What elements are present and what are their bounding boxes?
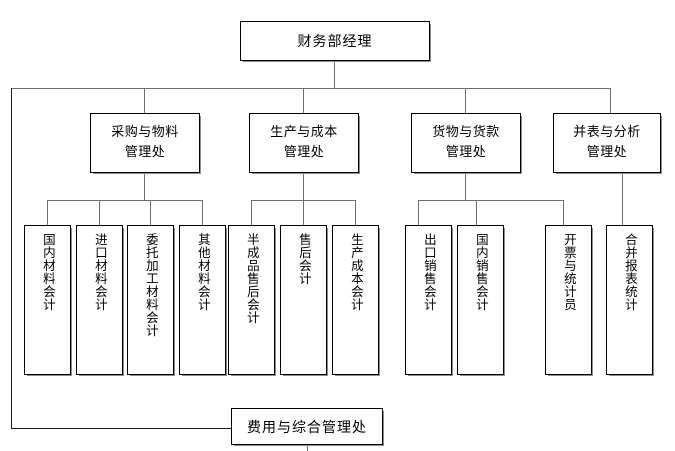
node-dept-2-line1: 生产与成本 xyxy=(270,124,338,140)
node-role-4-label: 其他材料会计 xyxy=(195,233,211,311)
node-role-9-label: 国内销售会计 xyxy=(473,233,489,311)
connector-drop-role-8 xyxy=(418,200,419,225)
node-role-aftersales-accounting[interactable]: 售后会计 xyxy=(280,225,328,376)
node-role-10-label: 开票与统计员 xyxy=(561,233,577,311)
node-finance-manager[interactable]: 财务部经理 xyxy=(240,21,431,62)
node-dept-3-line2: 管理处 xyxy=(445,145,487,160)
connector-bottom-feed xyxy=(11,428,231,429)
node-dept-consolidation-analysis[interactable]: 并表与分析 管理处 xyxy=(553,113,662,174)
node-role-consolidated-report-statistics[interactable]: 合并报表统计 xyxy=(606,225,654,376)
node-role-7-label: 生产成本会计 xyxy=(348,233,364,311)
node-role-consigned-material-accounting[interactable]: 委托加工材料会计 xyxy=(127,225,175,376)
connector-stem-group-2 xyxy=(303,173,304,200)
node-dept-1-line1: 采购与物料 xyxy=(111,124,179,140)
connector-drop-role-7 xyxy=(355,200,356,225)
node-role-domestic-sales-accounting[interactable]: 国内销售会计 xyxy=(457,225,505,376)
connector-drop-role-11 xyxy=(622,173,623,225)
connector-drop-role-5 xyxy=(251,200,252,225)
node-role-other-material-accounting[interactable]: 其他材料会计 xyxy=(179,225,227,376)
node-role-2-label: 进口材料会计 xyxy=(92,233,108,311)
node-role-6-label: 售后会计 xyxy=(296,233,312,285)
connector-drop-role-4 xyxy=(202,200,203,225)
node-dept-4-line2: 管理处 xyxy=(586,145,628,160)
node-role-production-cost-accounting[interactable]: 生产成本会计 xyxy=(332,225,380,376)
connector-drop-dept-3 xyxy=(465,88,466,114)
connector-drop-role-6 xyxy=(303,200,304,225)
node-dept-1-line2: 管理处 xyxy=(124,145,166,160)
node-role-8-label: 出口销售会计 xyxy=(421,233,437,311)
node-role-5-label: 半成品售后会计 xyxy=(244,233,260,324)
connector-main-bus xyxy=(11,88,611,89)
node-expenses-general-management[interactable]: 费用与综合管理处 xyxy=(231,408,384,446)
connector-bottom-stub xyxy=(307,445,308,451)
connector-drop-dept-1 xyxy=(144,88,145,114)
node-role-3-label: 委托加工材料会计 xyxy=(143,233,159,337)
connector-drop-dept-2 xyxy=(303,88,304,114)
node-dept-production-cost[interactable]: 生产与成本 管理处 xyxy=(249,113,360,174)
node-role-11-label: 合并报表统计 xyxy=(622,233,638,311)
connector-drop-role-1 xyxy=(47,200,48,225)
node-role-import-material-accounting[interactable]: 进口材料会计 xyxy=(76,225,124,376)
node-dept-3-line1: 货物与货款 xyxy=(432,124,500,140)
node-finance-manager-label: 财务部经理 xyxy=(297,34,373,50)
connector-drop-role-3 xyxy=(150,200,151,225)
connector-drop-role-2 xyxy=(99,200,100,225)
connector-stem-group-1 xyxy=(144,173,145,200)
node-role-domestic-material-accounting[interactable]: 国内材料会计 xyxy=(24,225,72,376)
node-dept-4-line1: 并表与分析 xyxy=(573,124,641,140)
node-role-semifinished-aftersales[interactable]: 半成品售后会计 xyxy=(228,225,276,376)
node-dept-2-line2: 管理处 xyxy=(283,145,325,160)
node-dept-procurement-materials[interactable]: 采购与物料 管理处 xyxy=(90,113,201,174)
node-bottom-label: 费用与综合管理处 xyxy=(247,419,367,436)
connector-root-stem xyxy=(334,61,335,89)
connector-drop-dept-4 xyxy=(610,88,611,114)
node-role-1-label: 国内材料会计 xyxy=(40,233,56,311)
connector-bus-group-1 xyxy=(47,200,202,201)
node-role-export-sales-accounting[interactable]: 出口销售会计 xyxy=(405,225,453,376)
node-dept-goods-payment[interactable]: 货物与货款 管理处 xyxy=(411,113,522,174)
connector-stem-group-3 xyxy=(465,173,466,200)
connector-drop-role-9 xyxy=(476,200,477,225)
node-role-invoicing-statistician[interactable]: 开票与统计员 xyxy=(545,225,593,376)
connector-drop-role-10 xyxy=(563,200,564,225)
connector-bus-group-3 xyxy=(418,200,563,201)
connector-left-trunk xyxy=(11,88,12,428)
